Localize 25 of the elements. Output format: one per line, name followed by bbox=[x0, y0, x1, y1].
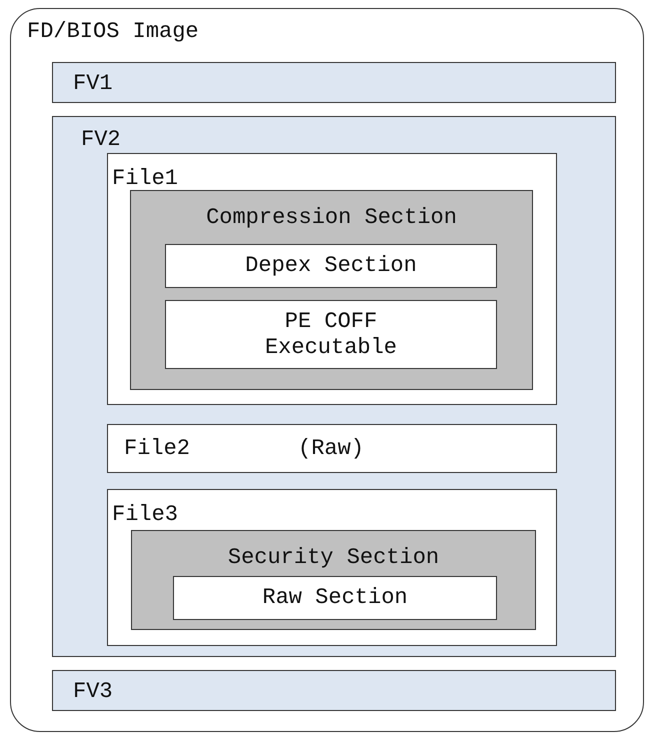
node-label: File2 bbox=[124, 436, 190, 462]
node-label: (Raw) bbox=[298, 436, 364, 462]
section-box bbox=[173, 576, 497, 620]
file-bar bbox=[107, 424, 557, 473]
node-title: Raw Section bbox=[262, 585, 408, 611]
volume-bar bbox=[52, 62, 616, 103]
node-title: Compression Section bbox=[205, 205, 458, 230]
node-title: FV2 bbox=[81, 127, 121, 152]
volume-bar bbox=[52, 670, 616, 711]
node-title: FV3 bbox=[73, 679, 113, 704]
node-title: File1 bbox=[112, 166, 178, 192]
node-title: FV1 bbox=[73, 71, 113, 96]
section-panel bbox=[131, 530, 536, 630]
node-title: Depex Section bbox=[245, 253, 417, 279]
node-title: File3 bbox=[112, 502, 178, 528]
section-box bbox=[165, 300, 497, 369]
node-title: Security Section bbox=[226, 545, 440, 570]
volume-panel bbox=[52, 116, 616, 657]
node-title: PE COFF Executable bbox=[264, 309, 398, 360]
file-panel bbox=[107, 489, 557, 646]
node-title: FD/BIOS Image bbox=[27, 19, 199, 44]
section-box bbox=[165, 244, 497, 288]
section-panel bbox=[130, 190, 533, 390]
image-frame bbox=[10, 8, 644, 732]
file-panel bbox=[107, 153, 557, 405]
